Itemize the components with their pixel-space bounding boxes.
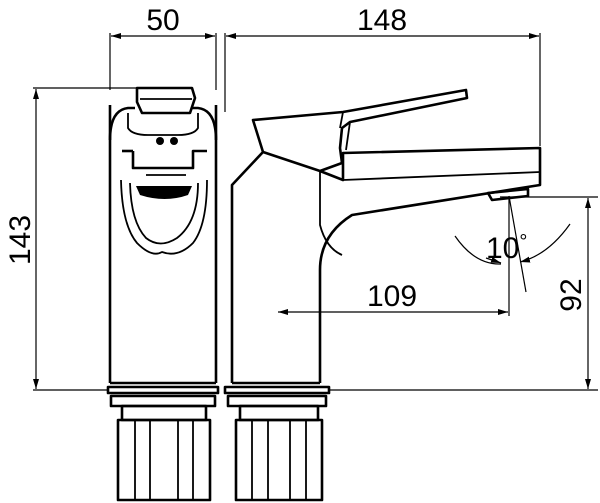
label-height-total: 143	[4, 215, 37, 265]
label-angle: 10°	[486, 231, 527, 265]
label-angle-unit: °	[519, 231, 527, 253]
dimension-spout-height	[330, 196, 598, 391]
label-spout-reach: 109	[367, 280, 417, 313]
dimension-height-total	[33, 87, 137, 391]
front-view	[106, 86, 220, 502]
label-width-total: 148	[357, 4, 407, 37]
label-width-side: 50	[146, 4, 179, 37]
side-view	[223, 88, 542, 502]
dimension-angle	[454, 223, 571, 265]
dimension-width-total	[224, 33, 541, 146]
dimension-width-side	[109, 33, 217, 90]
dimension-spout-reach	[278, 195, 527, 316]
label-angle-value: 10	[486, 232, 519, 265]
label-spout-height: 92	[555, 278, 588, 311]
